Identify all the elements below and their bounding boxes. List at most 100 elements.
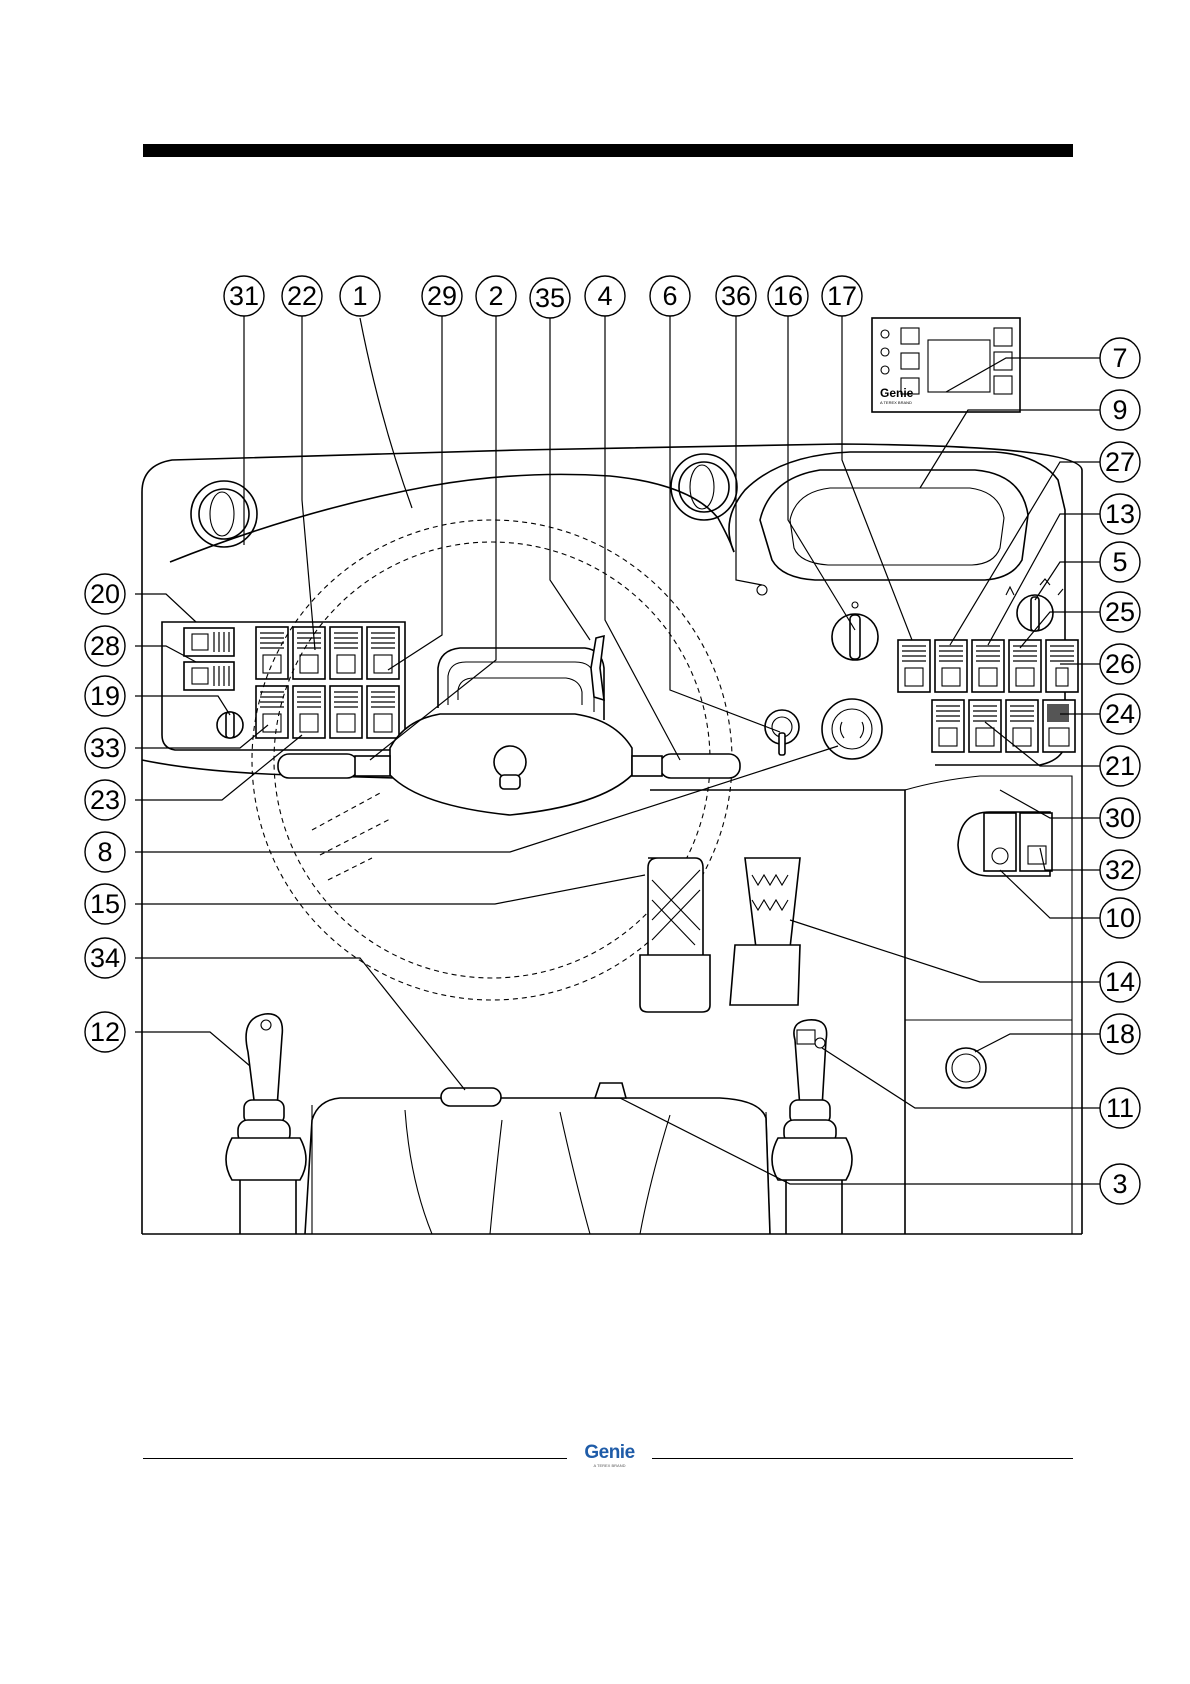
callout-25: 25 — [1100, 592, 1140, 632]
callout-28: 28 — [85, 626, 125, 666]
footer-rule-right — [652, 1458, 1073, 1459]
callout-15: 15 — [85, 884, 125, 924]
callout-34: 34 — [85, 938, 125, 978]
callout-20: 20 — [85, 574, 125, 614]
svg-text:7: 7 — [1112, 343, 1127, 373]
left-joystick[interactable] — [226, 1014, 306, 1234]
callout-14: 14 — [1100, 962, 1140, 1002]
callout-26: 26 — [1100, 644, 1140, 684]
display-logo-subtext: A TEREX BRAND — [880, 400, 912, 405]
svg-text:19: 19 — [90, 681, 120, 711]
right-joystick[interactable] — [772, 1020, 852, 1234]
callout-32: 32 — [1100, 850, 1140, 890]
callout-19: 19 — [85, 676, 125, 716]
callout-24: 24 — [1100, 694, 1140, 734]
light-sensor — [757, 585, 767, 595]
svg-text:23: 23 — [90, 785, 120, 815]
footer-logo-text: Genie — [567, 1443, 652, 1463]
svg-text:28: 28 — [90, 631, 120, 661]
svg-text:3: 3 — [1112, 1169, 1127, 1199]
callout-12: 12 — [85, 1012, 125, 1052]
svg-text:10: 10 — [1105, 903, 1135, 933]
switch-28[interactable] — [184, 662, 234, 690]
svg-text:2: 2 — [488, 281, 503, 311]
callout-21: 21 — [1100, 746, 1140, 786]
callout-11: 11 — [1100, 1088, 1140, 1128]
svg-text:17: 17 — [827, 281, 857, 311]
svg-text:15: 15 — [90, 889, 120, 919]
footer-logo-subtext: A TEREX BRAND — [567, 1463, 652, 1469]
svg-text:35: 35 — [535, 283, 565, 313]
svg-text:9: 9 — [1112, 395, 1127, 425]
svg-text:25: 25 — [1105, 597, 1135, 627]
svg-text:11: 11 — [1106, 1093, 1134, 1123]
callout-10: 10 — [1100, 898, 1140, 938]
svg-text:18: 18 — [1105, 1019, 1135, 1049]
callout-9: 9 — [1100, 390, 1140, 430]
svg-text:26: 26 — [1105, 649, 1135, 679]
ignition-switch[interactable] — [765, 710, 799, 755]
callout-22: 22 — [282, 276, 322, 316]
instrument-cluster — [760, 470, 1028, 580]
callout-17: 17 — [822, 276, 862, 316]
svg-text:33: 33 — [90, 733, 120, 763]
callout-30: 30 — [1100, 798, 1140, 838]
callout-23: 23 — [85, 780, 125, 820]
callout-5: 5 — [1100, 542, 1140, 582]
parking-brake-panel[interactable] — [958, 812, 1052, 876]
light-switch[interactable] — [832, 602, 878, 660]
accelerator-pedal[interactable] — [730, 858, 800, 1005]
svg-text:24: 24 — [1105, 699, 1135, 729]
callout-18: 18 — [1100, 1014, 1140, 1054]
callout-35: 35 — [530, 278, 570, 318]
svg-text:16: 16 — [773, 281, 803, 311]
svg-text:30: 30 — [1105, 803, 1135, 833]
footer-logo: Genie A TEREX BRAND — [567, 1443, 652, 1469]
svg-text:36: 36 — [721, 281, 751, 311]
control-34[interactable] — [441, 1088, 501, 1106]
lever-3[interactable] — [595, 1083, 626, 1098]
callout-1: 1 — [340, 276, 380, 316]
callout-3: 3 — [1100, 1164, 1140, 1204]
svg-text:5: 5 — [1112, 547, 1127, 577]
callout-8: 8 — [85, 832, 125, 872]
svg-text:6: 6 — [662, 281, 677, 311]
callout-16: 16 — [768, 276, 808, 316]
svg-text:8: 8 — [97, 837, 112, 867]
callout-31: 31 — [224, 276, 264, 316]
svg-text:4: 4 — [597, 281, 612, 311]
display-logo: Genie — [880, 386, 914, 400]
callout-7: 7 — [1100, 338, 1140, 378]
callout-4: 4 — [585, 276, 625, 316]
round-button-8[interactable] — [822, 699, 882, 759]
callout-6: 6 — [650, 276, 690, 316]
key-switch-mode[interactable] — [1006, 579, 1063, 631]
callout-27: 27 — [1100, 442, 1140, 482]
svg-text:20: 20 — [90, 579, 120, 609]
callout-13: 13 — [1100, 494, 1140, 534]
svg-text:21: 21 — [1105, 751, 1135, 781]
callout-33: 33 — [85, 728, 125, 768]
brake-pedal[interactable] — [640, 858, 710, 1012]
svg-text:1: 1 — [352, 281, 367, 311]
dial-18[interactable] — [946, 1048, 986, 1088]
svg-text:14: 14 — [1105, 967, 1135, 997]
svg-text:12: 12 — [90, 1017, 120, 1047]
footer-rule-left — [143, 1458, 567, 1459]
steering-column — [438, 648, 604, 720]
vent-right — [671, 454, 737, 520]
svg-text:31: 31 — [229, 281, 259, 311]
vent-left — [191, 481, 257, 547]
lever-35[interactable] — [591, 636, 604, 700]
display-panel: Genie A TEREX BRAND — [872, 318, 1020, 412]
callout-2: 2 — [476, 276, 516, 316]
right-rocker-bank[interactable] — [898, 640, 1078, 752]
switch-20[interactable] — [184, 628, 234, 656]
selector-19[interactable] — [217, 712, 243, 738]
svg-text:13: 13 — [1105, 499, 1135, 529]
svg-text:32: 32 — [1105, 855, 1135, 885]
svg-text:34: 34 — [90, 943, 120, 973]
callout-36: 36 — [716, 276, 756, 316]
svg-text:27: 27 — [1105, 447, 1135, 477]
